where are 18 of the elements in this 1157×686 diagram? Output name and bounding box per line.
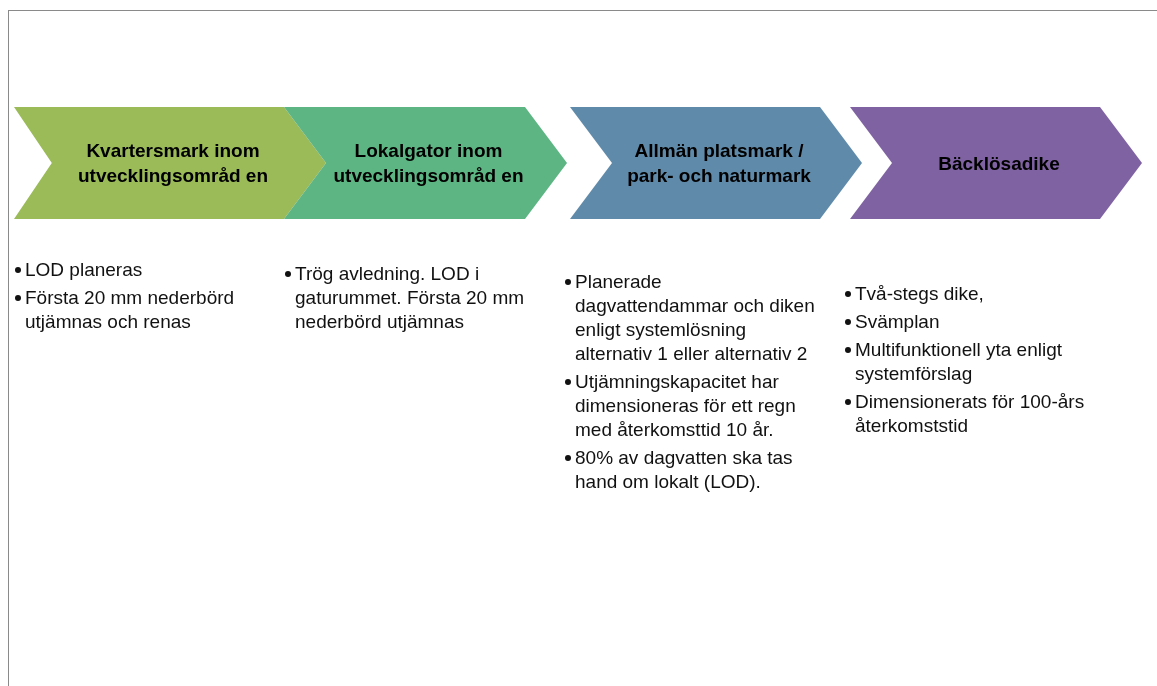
chevron-step [850, 107, 1142, 219]
bullet-item: 80% av dagvatten ska tas hand om lokalt (LOD). [565, 446, 820, 494]
bullet-item: Första 20 mm nederbörd utjämnas och renas [15, 286, 265, 334]
bullet-item: Svämplan [845, 310, 1115, 334]
step-title: Lokalgator inom utvecklingsområd en [332, 139, 525, 188]
step-title: Bäcklösadike [938, 151, 1060, 176]
bullet-item: Dimensionerats för 100-års återkomststid [845, 390, 1115, 438]
bullet-item: Planerade dagvattendammar och diken enligt systemlösning alternativ 1 eller alternativ 2 [565, 270, 820, 366]
bullet-item: Två-stegs dike, [845, 282, 1115, 306]
bullet-item: Multifunktionell yta enligt systemförslag [845, 338, 1115, 386]
bullet-item: Trög avledning. LOD i gaturummet. Första 20 mm nederbörd utjämnas [285, 262, 545, 334]
step-title: Allmän platsmark / park- och naturmark [626, 139, 812, 188]
chevron-step [14, 107, 326, 219]
step-title: Kvartersmark inom utvecklingsområd en [76, 139, 270, 188]
bullet-item: LOD planeras [15, 258, 265, 282]
bullet-item: Utjämningskapacitet har dimensioneras för ett regn med återkomsttid 10 år. [565, 370, 820, 442]
chevron-step [284, 107, 567, 219]
chevron-step [570, 107, 862, 219]
